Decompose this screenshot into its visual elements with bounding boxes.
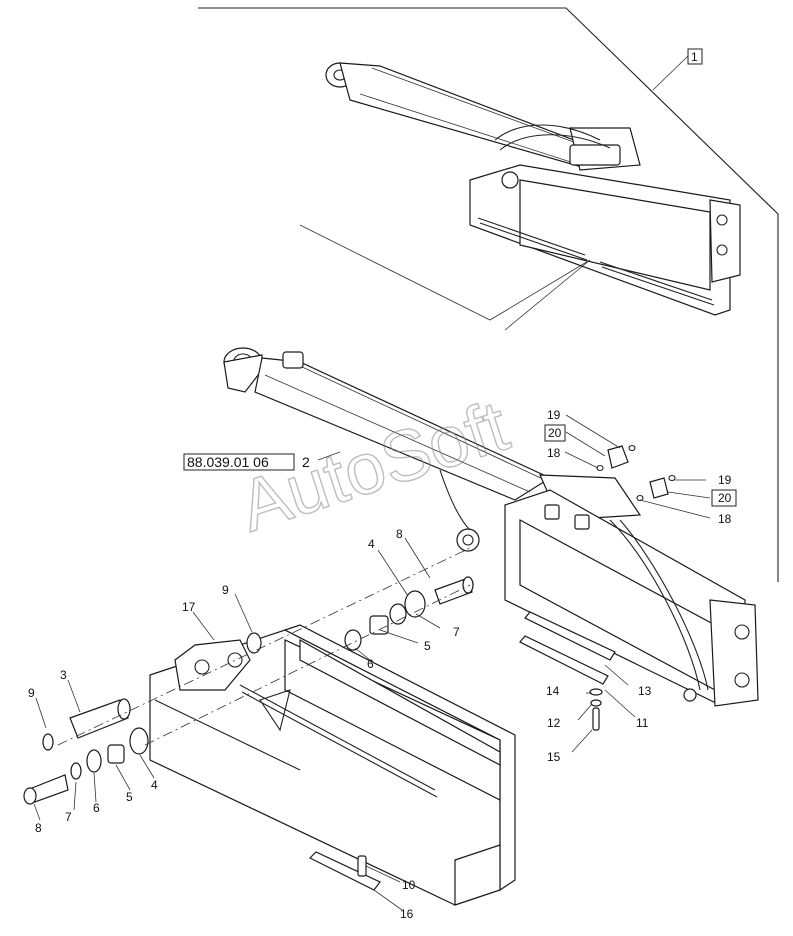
- reference-code: 88.039.01 06: [187, 454, 269, 470]
- label-7-left: 7: [65, 810, 72, 824]
- axis-centerline: [57, 547, 471, 746]
- part-labels: 1 88.039.01 06 2 3 4 4 5 5 6 6 7 7 8 8 9…: [28, 48, 737, 921]
- label-6-left: 6: [93, 801, 100, 815]
- label-16: 16: [400, 907, 414, 921]
- label-7-right: 7: [453, 625, 460, 639]
- label-20-top: 20: [548, 426, 562, 440]
- label-8-left: 8: [35, 821, 42, 835]
- label-5-right: 5: [424, 639, 431, 653]
- label-9-right: 9: [222, 583, 229, 597]
- label-4-left: 4: [151, 778, 158, 792]
- bracket-frame: [149, 624, 516, 906]
- label-15: 15: [547, 750, 561, 764]
- label-20-right: 20: [718, 491, 732, 505]
- label-11: 11: [636, 716, 649, 730]
- pin-washer-stack-right: [246, 576, 474, 654]
- top-assembly-view: [299, 62, 741, 331]
- label-14: 14: [546, 684, 560, 698]
- label-2: 2: [302, 454, 310, 470]
- leader-lines: [33, 414, 711, 911]
- label-5-left: 5: [126, 790, 133, 804]
- label-17: 17: [182, 600, 196, 614]
- small-fasteners: [589, 688, 603, 731]
- label-12: 12: [547, 716, 561, 730]
- main-cylinder-assembly: [223, 347, 759, 707]
- label-10: 10: [402, 878, 416, 892]
- label-1: 1: [691, 50, 698, 64]
- label-6-right: 6: [367, 657, 374, 671]
- label-8-right: 8: [396, 527, 403, 541]
- fittings-group: [596, 444, 676, 502]
- wear-strips: [519, 611, 616, 685]
- label-18-right: 18: [718, 512, 732, 526]
- label-4-right: 4: [368, 537, 375, 551]
- assembly-frame-lines: [198, 7, 779, 582]
- label-9-left: 9: [28, 686, 35, 700]
- label-13: 13: [638, 684, 652, 698]
- label-18-top: 18: [547, 446, 561, 460]
- label-19-right: 19: [718, 473, 732, 487]
- pin-washer-stack-left: [23, 698, 149, 805]
- label-3: 3: [60, 668, 67, 682]
- label-19-top: 19: [547, 408, 561, 422]
